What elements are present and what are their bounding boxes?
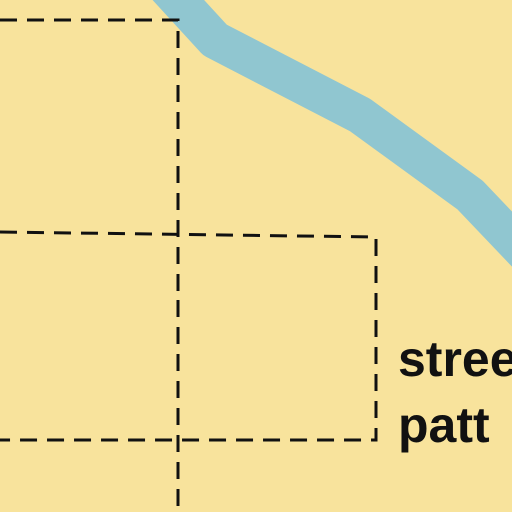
- street-middle-block: [0, 230, 378, 442]
- river: [152, 0, 512, 267]
- street-grid: [0, 18, 378, 512]
- map-label-line-1: stree: [398, 331, 512, 387]
- street-top-left-block: [0, 18, 180, 300]
- map-label-line-2: patt: [398, 397, 490, 453]
